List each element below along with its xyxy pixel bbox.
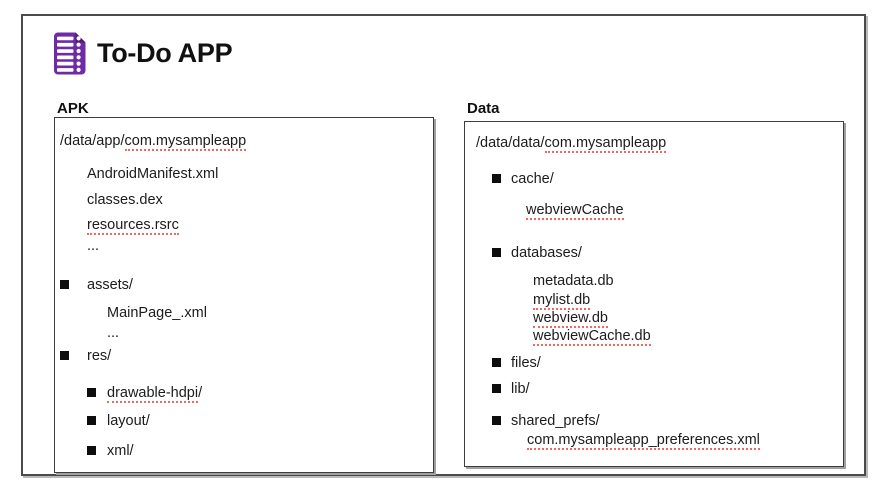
data-panel-label: Data [467, 100, 500, 117]
apk-item-classes-dex: classes.dex [87, 192, 163, 208]
apk-item-drawable-hdpi-dir: drawable-hdpi/ [55, 384, 433, 403]
outer-frame: To-Do APP APK /data/app/com.mysampleapp … [21, 14, 866, 476]
bullet-square-icon [60, 280, 69, 289]
data-root-path: /data/data/com.mysampleapp [465, 134, 843, 153]
bullet-square-icon [87, 388, 96, 397]
apk-item-res-dir: res/ [55, 347, 433, 365]
apk-item-resources-rsrc: resources.rsrc [87, 217, 179, 235]
data-item-preferences-xml: com.mysampleapp_preferences.xml [527, 432, 760, 450]
app-header: To-Do APP [53, 31, 233, 75]
apk-root-path: /data/app/com.mysampleapp [55, 132, 433, 151]
data-item-mylist-db: mylist.db [533, 292, 591, 310]
data-item-webview-db: webview.db [533, 310, 608, 328]
bullet-square-icon [60, 351, 69, 360]
bullet-square-icon [492, 174, 501, 183]
data-item-webviewcache: webviewCache [526, 202, 624, 220]
data-item-databases-dir: databases/ [465, 244, 843, 262]
apk-item-androidmanifest: AndroidManifest.xml [87, 166, 219, 182]
page-title: To-Do APP [97, 38, 233, 68]
apk-path-prefix: /data/app/ [60, 133, 125, 149]
data-path-prefix: /data/data/ [476, 135, 545, 151]
bullet-square-icon [492, 416, 501, 425]
apk-item-xml-dir: xml/ [55, 442, 433, 460]
bullet-square-icon [492, 358, 501, 367]
apk-item-ellipsis-2: ... [107, 325, 120, 341]
apk-item-layout-dir: layout/ [55, 412, 433, 430]
data-panel-box: /data/data/com.mysampleapp cache/ webvie… [464, 121, 844, 467]
todo-list-icon [54, 32, 86, 74]
bullet-square-icon [87, 416, 96, 425]
apk-panel-label: APK [57, 100, 89, 117]
data-item-metadata-db: metadata.db [533, 273, 614, 289]
apk-item-ellipsis-1: ... [87, 238, 100, 254]
apk-path-package: com.mysampleapp [124, 133, 247, 151]
data-item-shared-prefs-dir: shared_prefs/ [465, 412, 843, 430]
bullet-square-icon [492, 248, 501, 257]
bullet-square-icon [492, 384, 501, 393]
apk-panel-box: /data/app/com.mysampleapp AndroidManifes… [54, 117, 434, 473]
data-item-webviewcache-db: webviewCache.db [533, 328, 651, 346]
data-item-files-dir: files/ [465, 354, 843, 372]
apk-item-mainpage-xml: MainPage_.xml [107, 305, 207, 321]
bullet-square-icon [87, 446, 96, 455]
data-item-cache-dir: cache/ [465, 170, 843, 188]
data-item-lib-dir: lib/ [465, 380, 843, 398]
apk-item-assets-dir: assets/ [55, 276, 433, 294]
data-path-package: com.mysampleapp [544, 135, 667, 153]
